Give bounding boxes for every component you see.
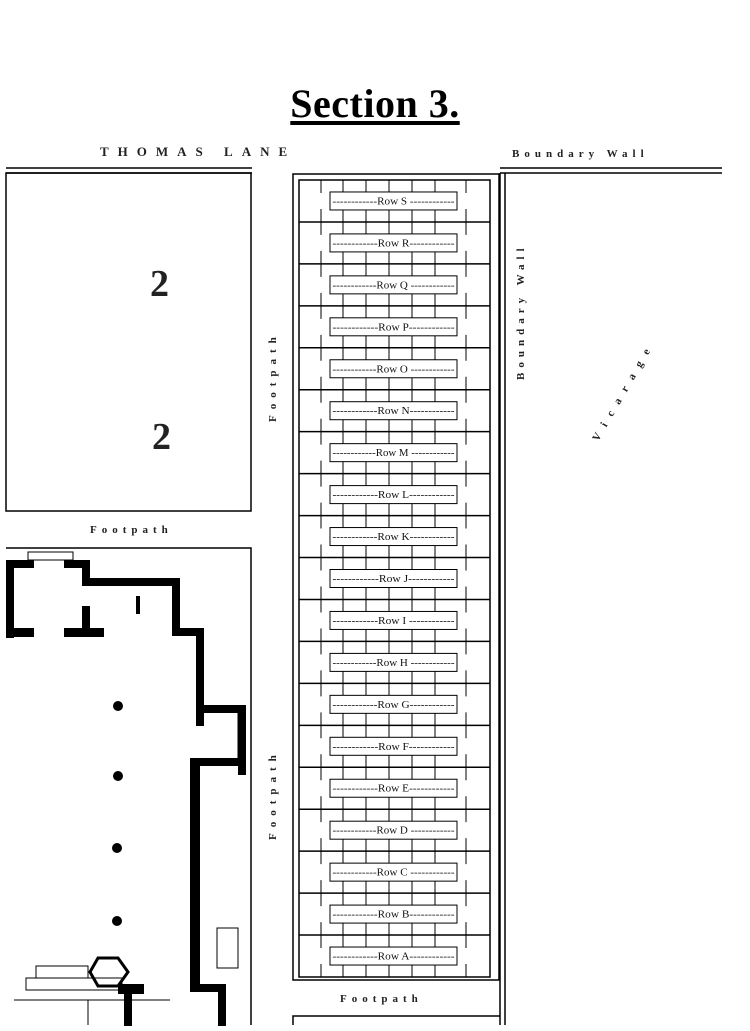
row-box	[329, 736, 458, 756]
row-box	[329, 946, 458, 966]
row-box	[329, 485, 458, 505]
boundary-wall-top-label: Boundary Wall	[512, 148, 649, 160]
row-box	[329, 191, 458, 211]
row-label: ------------Row B------------	[333, 910, 455, 921]
boundary-wall-top	[500, 167, 722, 174]
row-label: ------------Row K------------	[333, 532, 455, 543]
row-label: ------------Row F------------	[333, 742, 455, 753]
row-grid	[299, 180, 490, 977]
row-label: ------------Row P------------	[333, 322, 455, 333]
row-label: ------------Row J------------	[333, 574, 455, 585]
row-box	[329, 359, 458, 379]
row-box	[329, 862, 458, 882]
row-box	[329, 233, 458, 253]
row-box	[329, 527, 458, 547]
plot-number-lower: 2	[152, 416, 171, 458]
plot-lower-left	[6, 547, 252, 1025]
row-box	[329, 694, 458, 714]
footpath-middle-label: Footpath	[90, 524, 173, 536]
row-label: ------------Row Q ------------	[333, 280, 455, 291]
row-label: ------------Row E------------	[333, 784, 455, 795]
pillars	[112, 701, 123, 926]
footpath-lower-vertical-label: Footpath	[267, 749, 279, 840]
row-box	[329, 317, 458, 337]
boundary-wall-side-label: Boundary Wall	[515, 243, 527, 380]
row-label: ------------Row M ------------	[333, 448, 455, 459]
row-box	[329, 904, 458, 924]
row-box	[329, 443, 458, 463]
row-label: ------------Row S ------------	[333, 196, 455, 207]
church-building	[6, 560, 246, 1026]
row-box	[329, 778, 458, 798]
row-label: ------------Row I ------------	[333, 616, 455, 627]
boundary-wall-side	[499, 173, 506, 1025]
row-label: ------------Row R------------	[333, 238, 455, 249]
footpath-bottom-edge	[292, 1015, 500, 1025]
row-label: ------------Row O ------------	[333, 364, 455, 375]
row-box	[329, 275, 458, 295]
row-label: ------------Row H ------------	[333, 658, 455, 669]
row-labels: ------------Row S ------------ ----------…	[333, 196, 455, 962]
row-label: ------------Row A------------	[333, 952, 455, 963]
footpath-bottom-label: Footpath	[340, 993, 423, 1005]
row-box	[329, 820, 458, 840]
thomas-lane-label: THOMAS LANE	[100, 144, 296, 159]
grave-section-inner	[298, 179, 491, 978]
row-box	[329, 652, 458, 672]
row-label: ------------Row D ------------	[333, 826, 455, 837]
vicarage-label: Vicarage	[590, 339, 657, 444]
row-label: ------------Row L------------	[333, 490, 455, 501]
row-box	[329, 569, 458, 588]
footpath-upper-vertical-label: Footpath	[267, 331, 279, 422]
row-label: ------------Row G------------	[333, 700, 455, 711]
grave-section-outer	[292, 173, 500, 981]
page-title: Section 3.	[290, 81, 460, 126]
row-label: ------------Row C ------------	[333, 868, 455, 879]
row-label: ------------Row N------------	[333, 406, 455, 417]
row-box	[329, 401, 458, 421]
plot-number-upper: 2	[150, 263, 169, 305]
plot-upper-left	[5, 172, 252, 512]
row-box	[329, 610, 458, 630]
church-details	[14, 551, 243, 1025]
